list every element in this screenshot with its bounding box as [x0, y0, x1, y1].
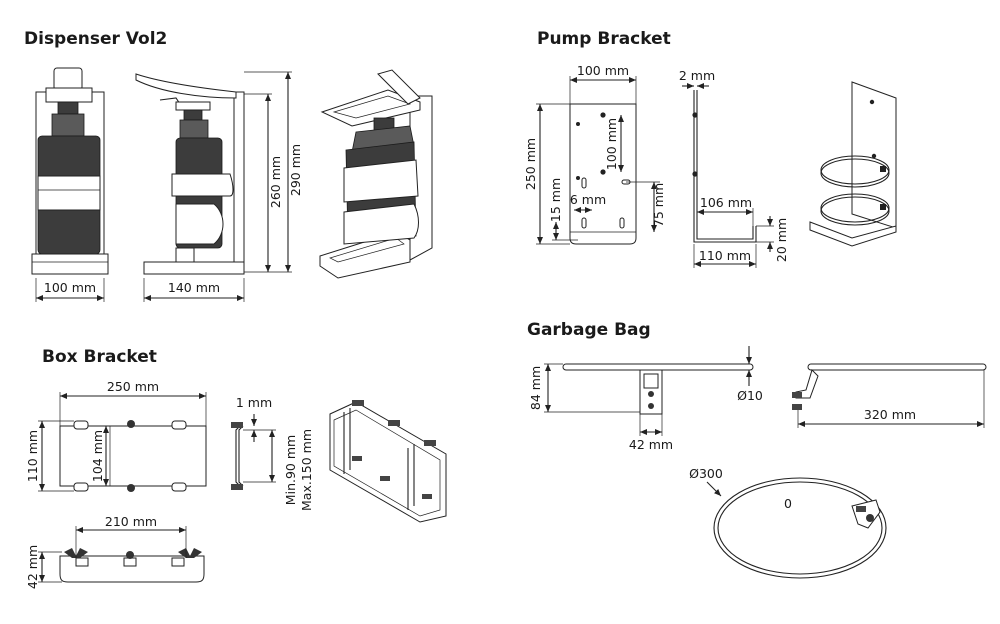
- dispenser-isometric-view: [319, 69, 433, 279]
- dispenser-height-b-label: 290 mm: [288, 144, 303, 196]
- dispenser-height-a-label: 260 mm: [268, 156, 283, 208]
- garbage-bag-diameter-label: Ø300: [689, 466, 723, 481]
- pump-bracket-title: Pump Bracket: [537, 29, 671, 49]
- garbage-bag-side-view: [562, 363, 754, 415]
- dispenser-width-label: 100 mm: [44, 280, 96, 295]
- box-bracket-inner-height-label: 104 mm: [90, 430, 105, 482]
- box-bracket-base-length-label: 210 mm: [105, 514, 157, 529]
- box-bracket-section: Box Bracket 250 mm 110 mm 104 mm: [25, 347, 447, 589]
- garbage-bag-height-label: 84 mm: [528, 366, 543, 410]
- pump-bracket-slot-offset-label: 6 mm: [570, 192, 606, 207]
- pump-bracket-base-offset-label: 15 mm: [548, 178, 563, 222]
- pump-bracket-lower-offset-label: 75 mm: [651, 183, 666, 227]
- garbage-bag-ring-view: [713, 477, 887, 579]
- box-bracket-range-min-label: Min.90 mm: [283, 435, 298, 505]
- pump-bracket-thickness-label: 2 mm: [679, 68, 715, 83]
- pump-bracket-isometric-view: [809, 81, 897, 247]
- box-bracket-title: Box Bracket: [42, 347, 157, 367]
- box-bracket-end-view: [231, 422, 244, 490]
- dispenser-section: Dispenser Vol2 100 mm: [24, 29, 433, 302]
- pump-bracket-front-view: [569, 103, 637, 245]
- garbage-bag-length-label: 320 mm: [864, 407, 916, 422]
- garbage-bag-clamp-label: 42 mm: [629, 437, 673, 452]
- box-bracket-length-label: 250 mm: [107, 379, 159, 394]
- pump-bracket-section: Pump Bracket 100 mm 250 mm 100 mm 75 mm: [523, 29, 897, 268]
- garbage-bag-rod-label: Ø10: [737, 388, 763, 403]
- box-bracket-outer-height-label: 110 mm: [25, 430, 40, 482]
- box-bracket-range-max-label: Max.150 mm: [299, 429, 314, 511]
- box-bracket-base-view: [59, 548, 205, 583]
- garbage-bag-end-view: [792, 363, 987, 410]
- garbage-bag-section: Garbage Bag 84 mm 42 mm Ø10 320: [527, 320, 987, 579]
- pump-bracket-side-view: [692, 90, 757, 243]
- box-bracket-thickness-label: 1 mm: [236, 395, 272, 410]
- box-bracket-top-view: [59, 420, 207, 492]
- pump-bracket-hole-spacing-label: 100 mm: [604, 118, 619, 170]
- pump-bracket-width-label: 100 mm: [577, 63, 629, 78]
- box-bracket-isometric-view: [329, 400, 447, 523]
- dispenser-depth-label: 140 mm: [168, 280, 220, 295]
- garbage-bag-diameter-leader: [706, 481, 722, 497]
- pump-bracket-depth-b-label: 110 mm: [699, 248, 751, 263]
- pump-bracket-lip-label: 20 mm: [774, 218, 789, 262]
- pump-bracket-depth-a-label: 106 mm: [700, 195, 752, 210]
- garbage-bag-ring-mark: 0: [784, 496, 792, 511]
- pump-bracket-height-label: 250 mm: [523, 138, 538, 190]
- dispenser-title: Dispenser Vol2: [24, 29, 167, 49]
- box-bracket-base-height-label: 42 mm: [25, 545, 40, 589]
- garbage-bag-title: Garbage Bag: [527, 320, 651, 340]
- dispenser-front-view: [31, 67, 109, 275]
- dispenser-side-view: [135, 73, 245, 275]
